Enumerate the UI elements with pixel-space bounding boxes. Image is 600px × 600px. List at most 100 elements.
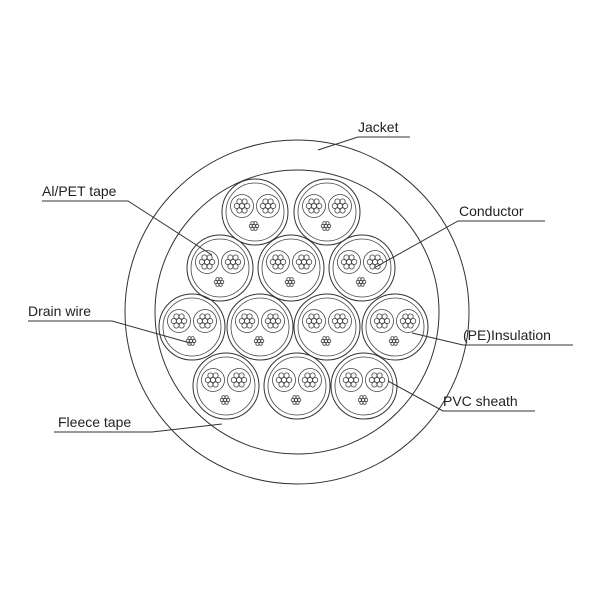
conductor-strand bbox=[376, 313, 383, 320]
conductor-strand bbox=[178, 322, 185, 329]
drain-wire-strand bbox=[325, 226, 330, 231]
conductor-strand bbox=[345, 372, 352, 379]
al-pet-tape-circle bbox=[297, 182, 357, 242]
conductor-strand bbox=[241, 322, 248, 329]
shielded-pair bbox=[328, 234, 396, 302]
pe-insulation-circle bbox=[195, 250, 219, 274]
drain-wire-strand bbox=[224, 395, 229, 400]
pvc-sheath-leader bbox=[387, 380, 535, 412]
pe-insulation-circle bbox=[261, 309, 285, 333]
conductor-strand bbox=[275, 317, 282, 324]
conductor-strand bbox=[232, 263, 239, 270]
conductor-strand bbox=[246, 322, 253, 329]
al-pet-tape-circle bbox=[365, 297, 425, 357]
conductor-strand bbox=[233, 381, 240, 388]
conductor-strand bbox=[334, 207, 341, 214]
conductor-strand bbox=[298, 254, 305, 261]
conductor-strand bbox=[272, 263, 279, 270]
conductor-strand bbox=[212, 381, 219, 388]
drain-wire-strand bbox=[322, 221, 327, 226]
conductor-strand bbox=[348, 254, 355, 261]
al-pet-tape-circle bbox=[261, 238, 321, 298]
fleece-tape-label: Fleece tape bbox=[58, 414, 131, 430]
drain-wire-strand bbox=[221, 395, 226, 400]
conductor-strand bbox=[407, 322, 414, 329]
conductor-strand bbox=[232, 254, 239, 261]
pvc-sheath-circle bbox=[226, 293, 294, 361]
conductor-strand bbox=[272, 313, 279, 320]
conductor-strand bbox=[278, 372, 285, 379]
conductor-strand bbox=[384, 317, 391, 324]
drain-wire-strand bbox=[325, 221, 330, 226]
pe-insulation-circle bbox=[337, 250, 361, 274]
pe-insulation-circle bbox=[235, 309, 259, 333]
al-pet-tape-circle bbox=[196, 356, 256, 416]
drain-wire-strand bbox=[322, 336, 327, 341]
conductor-strand bbox=[215, 376, 222, 383]
conductor-strand bbox=[267, 198, 274, 205]
pe-insulation-circle bbox=[339, 368, 363, 392]
drain-wire-strand bbox=[218, 277, 223, 282]
drain-wire-strand bbox=[224, 400, 229, 405]
drain-wire-strand bbox=[289, 282, 294, 287]
conductor-strand bbox=[173, 322, 180, 329]
pvc-sheath-circle bbox=[186, 234, 254, 302]
conductor-strand bbox=[348, 263, 355, 270]
drain-wire-strand bbox=[390, 336, 395, 341]
conductor-strand bbox=[207, 317, 214, 324]
drain-wire-strand bbox=[292, 395, 297, 400]
conductor-strand bbox=[350, 372, 357, 379]
conductor-strand bbox=[308, 198, 315, 205]
al-pet-tape-circle bbox=[162, 297, 222, 357]
conductor-strand bbox=[379, 376, 386, 383]
conductor-strand bbox=[283, 372, 290, 379]
pvc-sheath-circle bbox=[328, 234, 396, 302]
pe-insulation-circle bbox=[266, 250, 290, 274]
drain-wire-strand bbox=[250, 221, 255, 226]
leader-lines bbox=[28, 136, 573, 433]
conductor-strand bbox=[201, 254, 208, 261]
conductor-strand bbox=[351, 258, 358, 265]
drain-wire-strand bbox=[360, 277, 365, 282]
conductor-strand bbox=[353, 376, 360, 383]
conductor-strand bbox=[233, 372, 240, 379]
pe-insulation-circle bbox=[365, 368, 389, 392]
pvc-sheath-circle bbox=[221, 178, 289, 246]
conductor-strand bbox=[201, 263, 208, 270]
conductor-strand bbox=[269, 258, 276, 265]
conductor-strand bbox=[381, 322, 388, 329]
pvc-sheath-circle bbox=[158, 293, 226, 361]
shielded-pairs-group bbox=[158, 178, 429, 420]
conductor-strand bbox=[304, 381, 311, 388]
pe-insulation-circle bbox=[298, 368, 322, 392]
pe-insulation-circle bbox=[363, 250, 387, 274]
conductor-strand bbox=[262, 198, 269, 205]
conductor-strand bbox=[259, 202, 266, 209]
shielded-pair bbox=[226, 293, 294, 361]
al-pet-tape-circle bbox=[190, 238, 250, 298]
conductor-strand bbox=[334, 313, 341, 320]
conductor-strand bbox=[241, 376, 248, 383]
shielded-pair bbox=[221, 178, 289, 246]
pe-insulation-circle bbox=[256, 194, 280, 218]
pe-insulation-circle bbox=[396, 309, 420, 333]
shielded-pair bbox=[257, 234, 325, 302]
conductor-strand bbox=[312, 376, 319, 383]
shielded-pair bbox=[361, 293, 429, 361]
conductor-strand bbox=[277, 254, 284, 261]
pe-insulation-leader bbox=[411, 332, 573, 346]
conductor-strand bbox=[224, 258, 231, 265]
pvc-sheath-circle bbox=[293, 178, 361, 246]
conductor-strand bbox=[366, 258, 373, 265]
conductor-strand bbox=[334, 198, 341, 205]
al-pet-tape-leader bbox=[42, 200, 213, 256]
shielded-pair bbox=[263, 352, 331, 420]
drain-wire-strand bbox=[295, 395, 300, 400]
conductor-strand bbox=[410, 317, 417, 324]
conductor-strand bbox=[369, 263, 376, 270]
conductor-strand bbox=[236, 198, 243, 205]
pe-insulation-circle bbox=[302, 194, 326, 218]
conductor-strand bbox=[262, 207, 269, 214]
conductor-strand bbox=[196, 317, 203, 324]
